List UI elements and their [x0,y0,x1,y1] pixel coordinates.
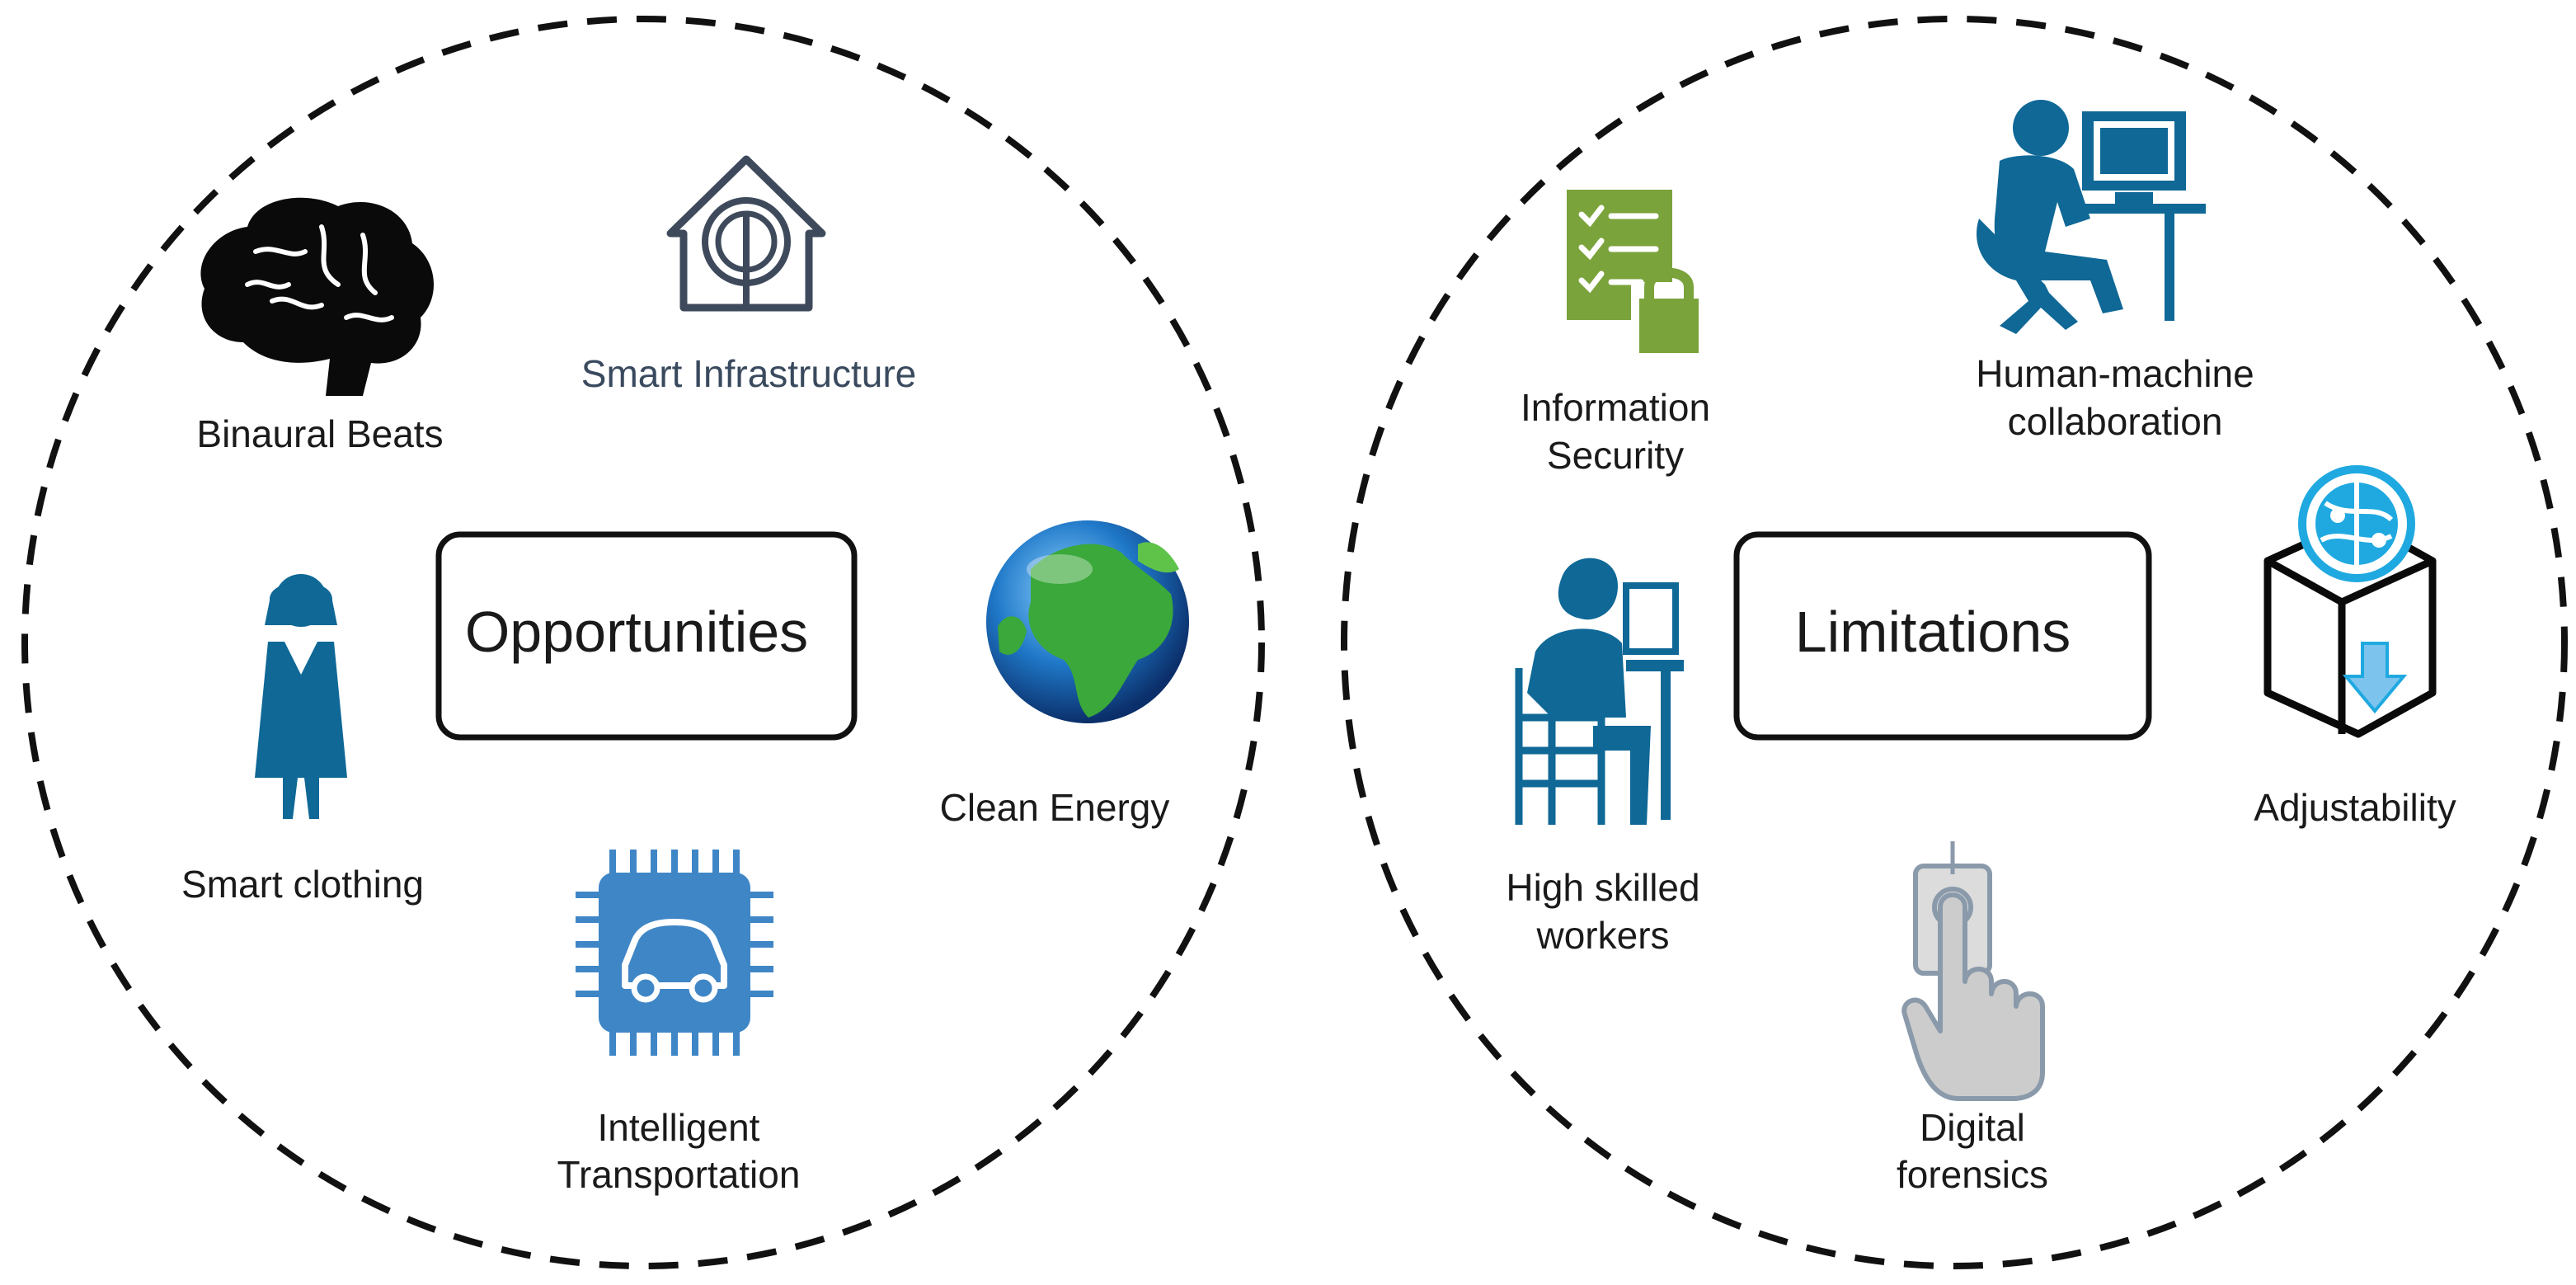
globe-icon [986,520,1189,723]
opportunities-title-box: Opportunities [435,531,858,741]
smart-infrastructure-label: Smart Infrastructure [581,352,916,395]
binaural-beats-label: Binaural Beats [196,412,443,455]
human-machine-collaboration-label-line2: collaboration [2008,400,2223,443]
touch-finger-icon [1901,841,2045,1101]
smart-house-icon [666,155,826,312]
intelligent-transportation-label-line1: Intelligent [598,1106,760,1149]
adjustability-label: Adjustability [2254,786,2456,829]
opportunities-circle [21,16,1265,1269]
information-security-label-line1: Information [1521,386,1710,429]
smart-clothing-label: Smart clothing [181,863,424,906]
high-skilled-workers-label-line1: High skilled [1506,866,1699,909]
seated-worker-icon [1515,558,1684,825]
limitations-title: Limitations [1795,600,2071,664]
woman-icon [255,574,347,819]
car-chip-icon [576,850,773,1056]
digital-forensics-label-line1: Digital [1920,1106,2025,1149]
high-skilled-workers-label-line2: workers [1535,914,1669,957]
digital-forensics-label-line2: forensics [1897,1153,2048,1196]
checklist-lock-icon [1567,190,1707,361]
computer-user-icon [1977,100,2206,334]
opportunities-title: Opportunities [465,600,808,664]
globe-box-icon [2263,465,2437,738]
information-security-label-line2: Security [1547,434,1684,477]
limitations-title-box: Limitations [1733,531,2152,741]
intelligent-transportation-label-line2: Transportation [557,1153,801,1196]
brain-icon [200,197,435,396]
limitations-circle [1341,16,2568,1269]
clean-energy-label: Clean Energy [940,786,1170,829]
human-machine-collaboration-label-line1: Human-machine [1976,352,2254,395]
